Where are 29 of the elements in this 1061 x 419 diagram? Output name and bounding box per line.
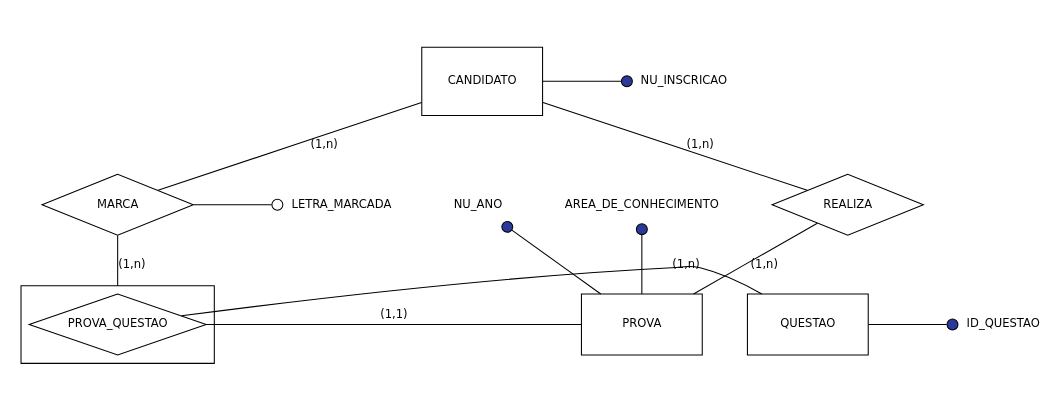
connector	[180, 265, 763, 317]
connector	[205, 324, 582, 326]
edge-label: (1,n)	[118, 256, 146, 271]
connector	[693, 222, 818, 295]
edge-label: (1,n)	[672, 256, 700, 271]
node-text: LETRA_MARCADA	[291, 196, 392, 211]
connector	[117, 235, 119, 287]
node-box: PROVA	[580, 293, 703, 356]
node-text: NU_ANO	[453, 196, 503, 211]
connector	[635, 223, 648, 295]
connector	[542, 75, 633, 88]
cluster	[20, 285, 215, 364]
node-diamond: REALIZA	[770, 173, 925, 236]
node-box: CANDIDATO	[421, 46, 544, 116]
node-text: AREA_DE_CONHECIMENTO	[564, 196, 719, 211]
node-diamond: PROVA_QUESTAO	[27, 293, 208, 356]
node-text: NU_INSCRICAO	[640, 73, 728, 88]
connector	[867, 318, 959, 331]
connector	[542, 102, 808, 191]
edge-label: (1,n)	[750, 256, 778, 271]
connector	[501, 220, 602, 295]
edge-label: (1,1)	[380, 307, 408, 322]
node-box: QUESTAO	[746, 293, 869, 356]
connector	[193, 198, 284, 211]
edge-label: (1,n)	[310, 136, 338, 151]
node-diamond: MARCA	[40, 173, 195, 236]
node-text: ID_QUESTAO	[966, 316, 1040, 331]
connector	[157, 102, 423, 191]
edge-label: (1,n)	[686, 136, 714, 151]
